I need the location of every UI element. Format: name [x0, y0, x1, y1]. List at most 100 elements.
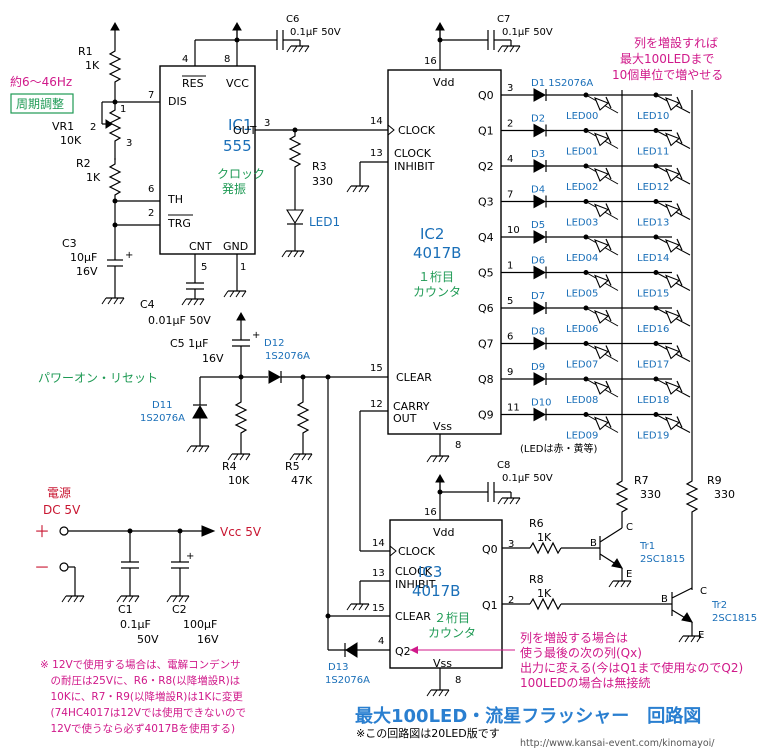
svg-text:CLOCK: CLOCK	[394, 147, 432, 160]
ic3-pin-q2: Q2	[395, 645, 411, 658]
svg-text:CARRY: CARRY	[393, 400, 430, 413]
pin-number: 1	[507, 261, 513, 272]
ic1-part: 555	[223, 137, 252, 155]
ic1-pin-res: RES	[182, 77, 204, 90]
c2-ref: C2	[172, 603, 187, 616]
ic3-role: ２桁目 カウンタ	[428, 611, 476, 640]
c1-value: 0.1μF	[120, 618, 151, 631]
note-12v: ※ 12Vで使用する場合は、電解コンデンサ の耐圧は25Vに、R6・R8(以降増…	[40, 658, 246, 735]
led-label-b: LED10	[637, 111, 669, 122]
vr1-ref: VR1	[52, 120, 74, 133]
diode-label: D3	[531, 149, 545, 160]
led-label-b: LED12	[637, 182, 669, 193]
expand-note-2: 最大100LEDまで	[620, 52, 714, 66]
ic3-pin-clock: CLOCK	[398, 545, 436, 558]
svg-text:1: 1	[240, 262, 246, 273]
ic1-wiring: C6 0.1μF 50V R1 1K 1 2 3 VR1 10K R2 1K +	[10, 14, 388, 327]
svg-text:6: 6	[148, 184, 154, 195]
pin-number: 10	[507, 225, 520, 236]
website-url: http://www.kansai-event.com/kinomayoi/	[520, 738, 715, 749]
ic3-4017b: Vdd CLOCK CLOCK INHIBIT CLEAR Q2 Q0 Q1 V…	[325, 460, 757, 697]
diode-d6	[533, 265, 547, 280]
note-12v-4: (74HC4017は12Vでは使用できないので	[40, 706, 246, 719]
svg-text:INHIBIT: INHIBIT	[394, 160, 435, 173]
pin-number: 4	[507, 154, 513, 165]
led1-ref: LED1	[309, 215, 340, 229]
r5-value: 47K	[291, 474, 313, 487]
diode-label: D4	[531, 185, 545, 196]
tr2-part: 2SC1815	[712, 613, 757, 624]
svg-text:3: 3	[264, 118, 270, 129]
tr1-part: 2SC1815	[640, 554, 685, 565]
led-label-b: LED13	[637, 218, 669, 229]
d13-ref: D13	[328, 662, 348, 673]
led-label-b: LED15	[637, 289, 669, 300]
svg-text:13: 13	[370, 148, 383, 159]
svg-text:3: 3	[126, 138, 132, 149]
ic3-pin-clear: CLEAR	[395, 610, 431, 623]
diagram-title: 最大100LED・流星フラッシャー 回路図	[355, 705, 701, 727]
ic2-pin-q7: Q7	[478, 338, 494, 351]
note-12v-5: 12Vで使うなら必ず4017Bを使用する)	[40, 722, 235, 735]
r1-ref: R1	[78, 45, 93, 58]
expand-note-1: 列を増設すれば	[634, 35, 718, 50]
c8-ref: C8	[497, 460, 510, 471]
led-label-b: LED14	[637, 253, 669, 264]
pin-number: 3	[507, 83, 513, 94]
diode-label: D5	[531, 220, 545, 231]
svg-text:8: 8	[224, 54, 230, 65]
svg-text:INHIBIT: INHIBIT	[395, 578, 436, 591]
c2-voltage: 16V	[197, 633, 219, 646]
ic2-pin-q8: Q8	[478, 373, 494, 386]
col-note-4: 100LEDの場合は無接続	[520, 675, 650, 690]
diode-d5	[533, 230, 547, 244]
ic1-pin-vcc: VCC	[226, 77, 249, 90]
ic1-pin-gnd: GND	[223, 240, 248, 253]
ic2-pin-clock: CLOCK	[398, 124, 436, 137]
ic2-pin-vss: Vss	[433, 420, 452, 433]
note-12v-2: の耐圧は25Vに、R6・R8(以降増設R)は	[40, 674, 240, 687]
c3-voltage: 16V	[76, 265, 98, 278]
c4-ref: C4	[140, 298, 155, 311]
ic1-ref: IC1	[228, 116, 252, 134]
d11-part: 1S2076A	[140, 413, 185, 424]
svg-text:2: 2	[508, 595, 514, 606]
svg-text:7: 7	[148, 90, 154, 101]
diode-label: D10	[531, 398, 551, 409]
ic3-part: 4017B	[412, 582, 460, 600]
r4-ref: R4	[222, 460, 237, 473]
r9-value: 330	[714, 488, 735, 501]
diode-d1	[533, 88, 547, 102]
svg-text:12: 12	[370, 399, 383, 410]
svg-text:B: B	[590, 538, 597, 549]
c4-value: 0.01μF 50V	[148, 314, 211, 327]
vcc-label: Vcc 5V	[220, 525, 262, 539]
c3-ref: C3	[62, 237, 77, 250]
diode-d9	[533, 372, 547, 386]
ic1-pin-th: TH	[167, 193, 183, 206]
svg-text:2: 2	[148, 208, 154, 219]
r7-value: 330	[640, 488, 661, 501]
c1-voltage: 50V	[137, 633, 159, 646]
svg-text:15: 15	[372, 603, 385, 614]
col-note-3: 出力に変える(今はQ1まで使用なのでQ2)	[520, 660, 743, 675]
pin-number: 6	[507, 332, 513, 343]
svg-text:14: 14	[370, 116, 383, 127]
led-label-a: LED03	[566, 218, 598, 229]
ic2-pin-clear: CLEAR	[396, 371, 432, 384]
led-label-b: LED19	[637, 431, 669, 442]
vr1-value: 10K	[60, 134, 82, 147]
svg-text:15: 15	[370, 363, 383, 374]
ic2-4017b: IC2 4017B １桁目 カウンタ Vdd CLOCK CLOCK INHIB…	[346, 14, 553, 552]
svg-text:2: 2	[90, 122, 96, 133]
led-label-a: LED08	[566, 395, 598, 406]
ic1-pin-cnt: CNT	[189, 240, 212, 253]
svg-text:C: C	[700, 586, 707, 597]
ic2-pin-q5: Q5	[478, 267, 494, 280]
